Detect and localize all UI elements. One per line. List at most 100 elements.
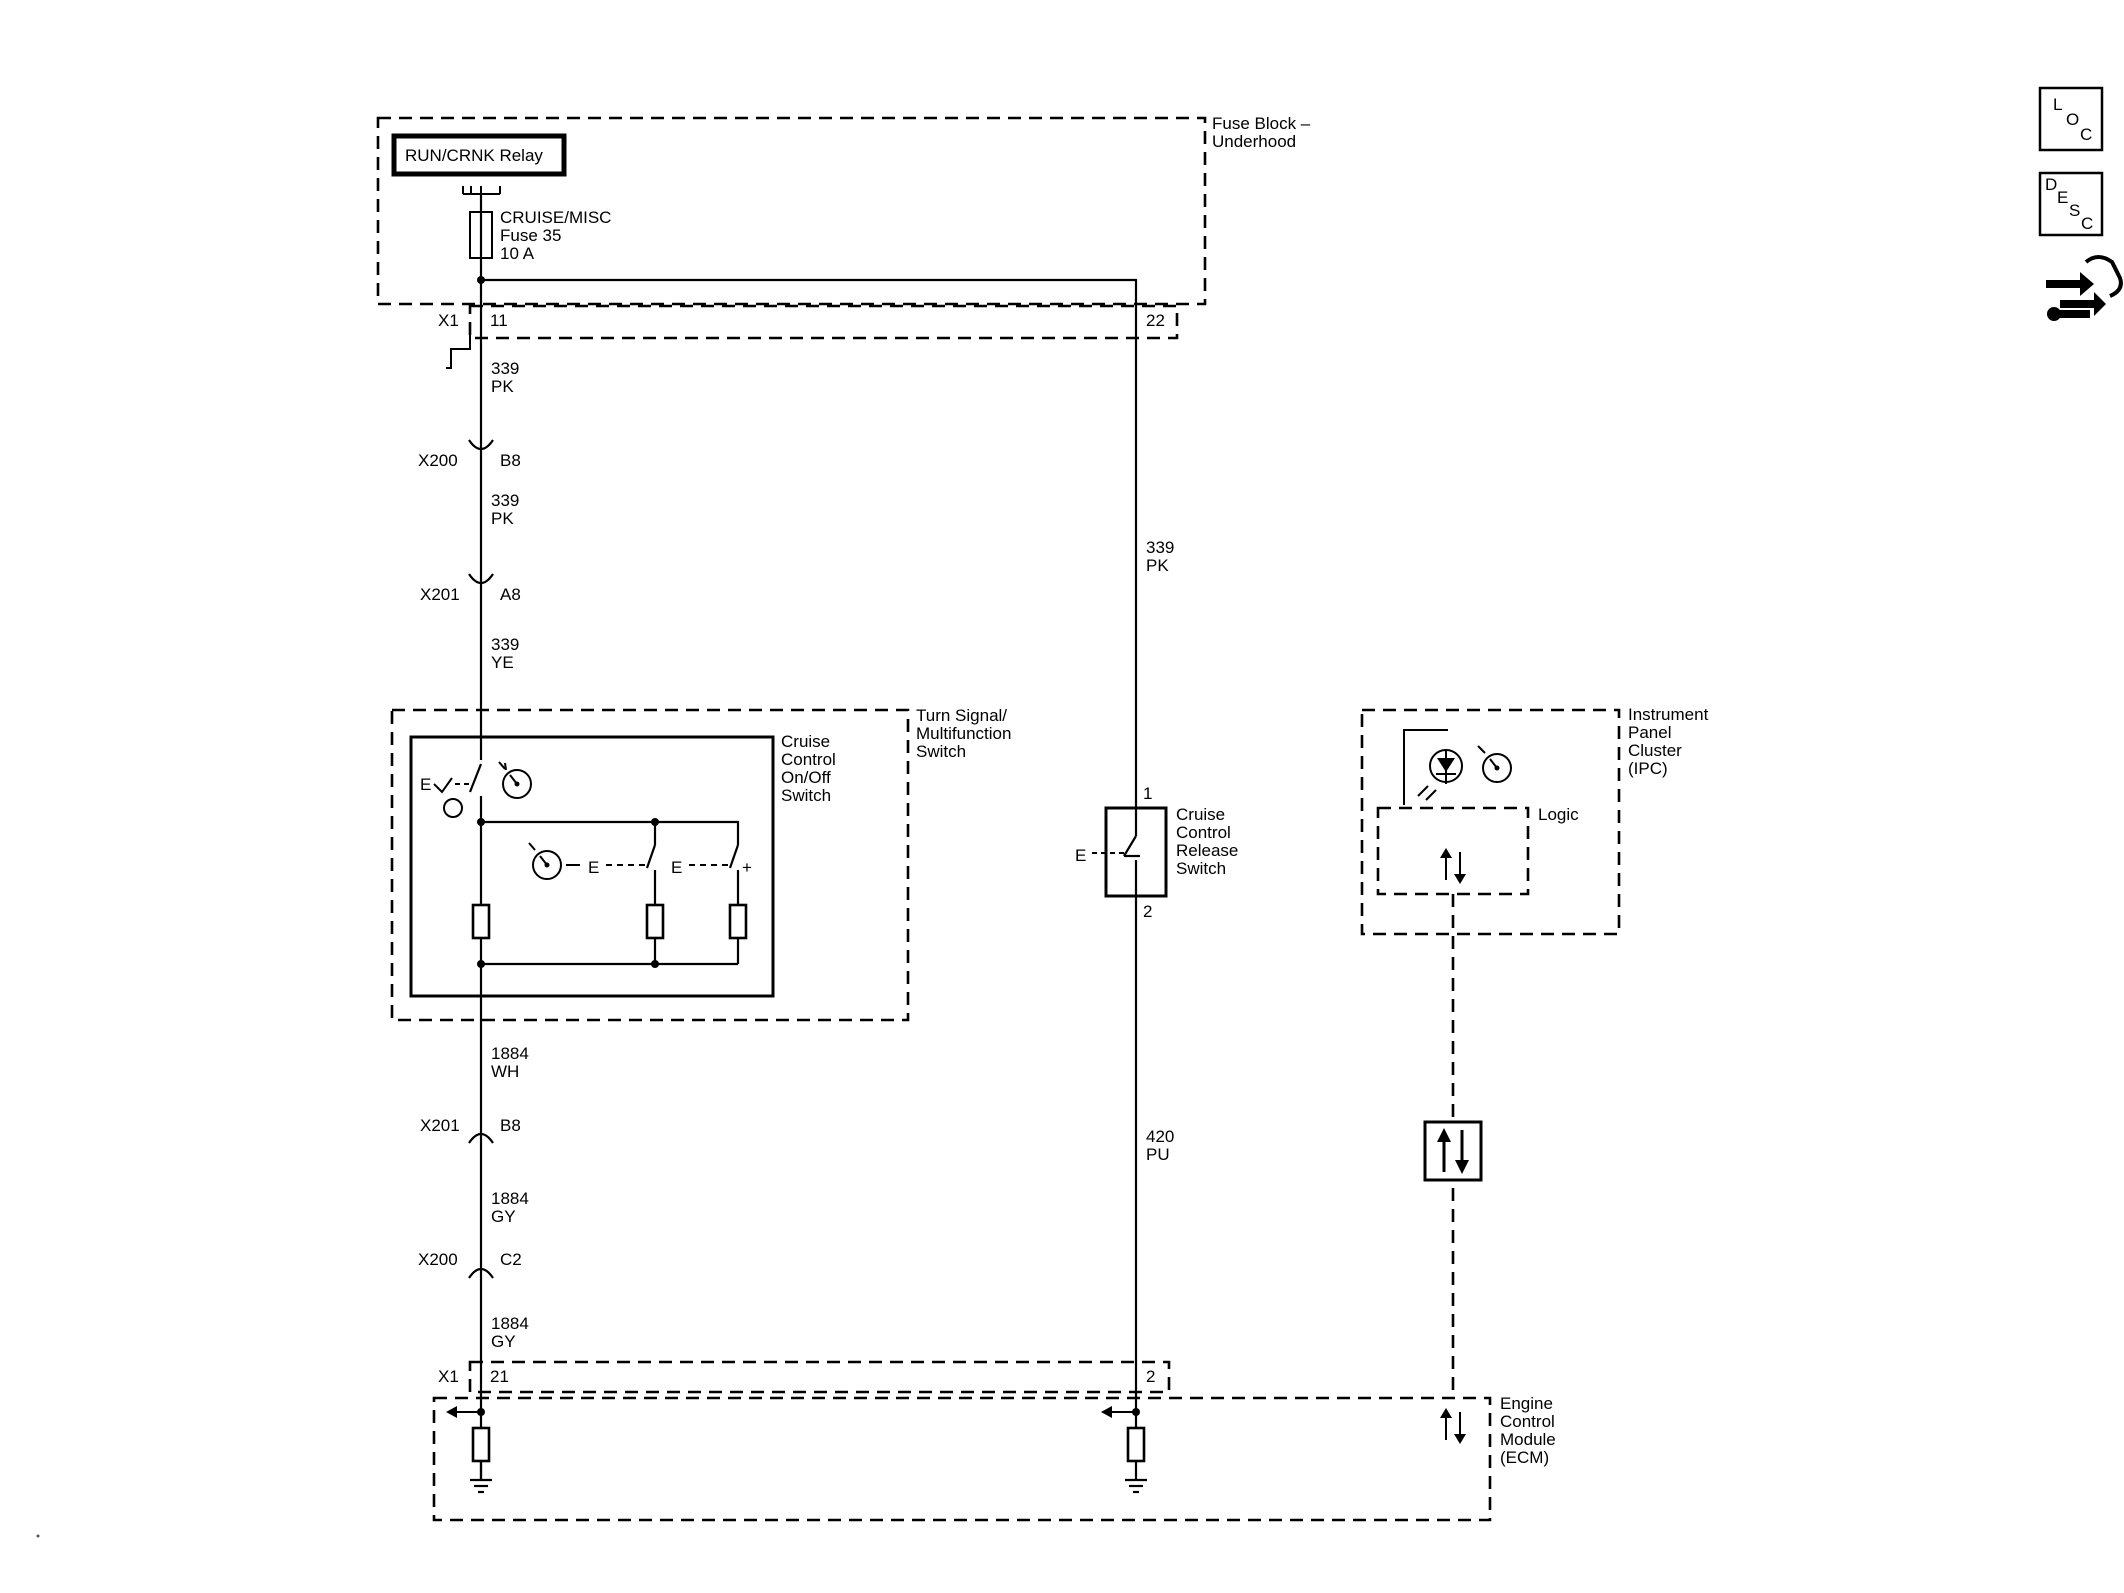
x201-bottom-connector-symbol [468,1132,494,1144]
resume-e-label: E [671,858,682,877]
serial-data-box [1423,1120,1483,1182]
release-pin-bottom: 2 [1143,902,1152,921]
release-e-label: E [1075,846,1086,865]
ecm-label-2: Control [1500,1412,1555,1431]
x1-top-label: X1 [438,311,459,330]
loc-letter-o: O [2066,110,2079,129]
x1-bottom-pin-left: 21 [490,1367,509,1386]
plus-label: + [742,858,752,877]
wire-6-circuit: 1884 [491,1314,529,1333]
loc-letter-c: C [2080,125,2092,144]
x200-top-label: X200 [418,451,458,470]
run-crank-relay-box [391,133,567,177]
ipc-label-1: Instrument [1628,705,1709,724]
release-label-4: Switch [1176,859,1226,878]
ecm-boundary [432,1396,1492,1522]
x200-bottom-pin: C2 [500,1250,522,1269]
wire-2-color: PK [491,509,514,528]
release-label-3: Release [1176,841,1238,860]
fuse-block-title: Fuse Block – [1212,114,1311,133]
desc-letter-d: D [2045,175,2057,194]
release-label-1: Cruise [1176,805,1225,824]
x200-bottom-connector-symbol [468,1267,494,1279]
ipc-logic-label: Logic [1538,805,1579,824]
set-e-label: E [588,858,599,877]
cruise-on-off-label-4: Switch [781,786,831,805]
ecm-label-4: (ECM) [1500,1448,1549,1467]
splice-dot-2 [477,818,485,826]
wire-6-color: GY [491,1332,516,1351]
release-label-2: Control [1176,823,1231,842]
ecm-label-3: Module [1500,1430,1556,1449]
fuse-block-boundary [376,116,1207,306]
splice-dot-5 [651,960,659,968]
fuse-number: Fuse 35 [500,226,561,245]
repair-wrench-icon[interactable] [2046,255,2123,321]
resistor-3 [728,903,748,940]
wire-3-color: YE [491,653,514,672]
x1-top-pin-right: 22 [1146,311,1165,330]
cruise-on-off-label-3: On/Off [781,768,831,787]
x1-bottom-label: X1 [438,1367,459,1386]
fuse-branch-wire [481,278,1138,1412]
ipc-label-4: (IPC) [1628,759,1668,778]
cruise-on-off-label-1: Cruise [781,732,830,751]
relay-bus-bar [462,186,501,195]
fuse-rating: 10 A [500,244,535,263]
x1-top-connector-boundary [468,304,1179,340]
release-switch-contact [1123,835,1137,857]
ecm-data-arrows-icon [1440,1408,1466,1444]
ipc-logic-boundary [1376,806,1530,896]
ipc-label-2: Panel [1628,723,1671,742]
turn-signal-title-2: Multifunction [916,724,1011,743]
run-crank-relay-label: RUN/CRNK Relay [405,146,543,165]
desc-letter-s: S [2069,201,2080,220]
wire-2-circuit: 339 [491,491,519,510]
x1-bottom-pin-right: 2 [1146,1367,1155,1386]
wire-7-color: PK [1146,556,1169,575]
ecm-input-right [1101,1406,1147,1494]
wire-1-circuit: 339 [491,359,519,378]
cruise-indicator-lamp-icon [1403,729,1463,805]
wire-4-circuit: 1884 [491,1044,529,1063]
ipc-label-3: Cluster [1628,741,1682,760]
location-icon[interactable]: L O C [2038,86,2104,152]
wire-5-color: GY [491,1207,516,1226]
wire-8-circuit: 420 [1146,1127,1174,1146]
ipc-boundary [1360,708,1621,936]
set-switch-contact [645,844,657,869]
cruise-speedometer-icon [498,761,532,799]
set-speedometer-icon [528,842,562,880]
stray-dot [36,1534,40,1538]
wire-4-color: WH [491,1062,519,1081]
wire-8-color: PU [1146,1145,1170,1164]
x200-top-connector-symbol [468,439,494,451]
x1-top-pin-left: 11 [490,311,508,330]
loc-letter-l: L [2053,95,2062,114]
ipc-cruise-speedometer-icon [1477,745,1512,783]
wire-3-circuit: 339 [491,635,519,654]
switch-bus-top [481,820,740,845]
ecm-input-left [446,1406,492,1494]
x201-bottom-label: X201 [420,1116,460,1135]
x201-bottom-pin: B8 [500,1116,521,1135]
serial-data-arrows-icon [1437,1128,1469,1174]
resistor-1 [471,903,491,940]
wire-5-circuit: 1884 [491,1189,529,1208]
desc-letter-e: E [2057,188,2068,207]
ecm-label-1: Engine [1500,1394,1553,1413]
fuse-block-title-2: Underhood [1212,132,1296,151]
wire-7-circuit: 339 [1146,538,1174,557]
release-pin-top: 1 [1143,784,1152,803]
ground-jumper-symbol [446,330,471,369]
turn-signal-title-1: Turn Signal/ [916,706,1007,725]
splice-dot [477,276,485,284]
wire-1-color: PK [491,377,514,396]
description-icon[interactable]: D E S C [2038,171,2104,237]
turn-signal-title-3: Switch [916,742,966,761]
ipc-data-arrows-icon [1440,848,1466,884]
cruise-on-off-label-2: Control [781,750,836,769]
x201-top-connector-symbol [468,573,494,585]
x201-top-pin: A8 [500,585,521,604]
